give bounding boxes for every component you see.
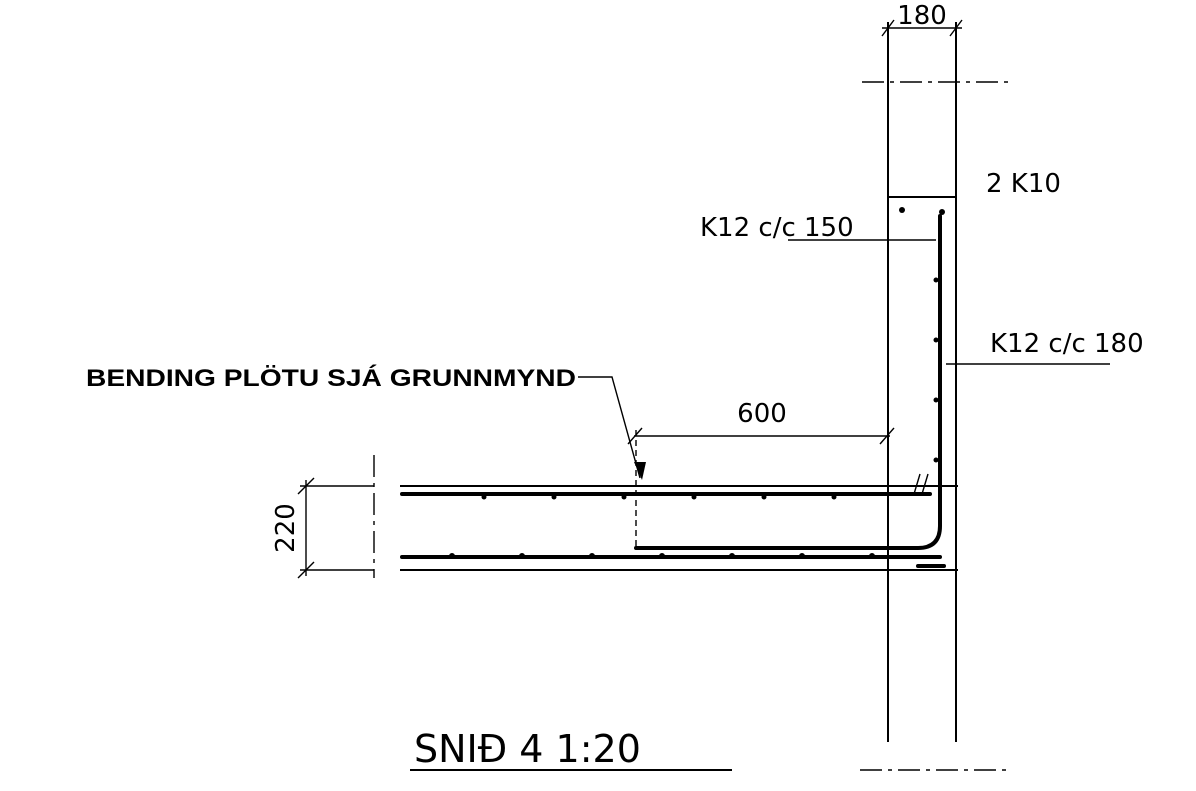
leader-slab-note: BENDING PLÖTU SJÁ GRUNNMYND (86, 364, 646, 480)
transverse-bar-dots (449, 207, 945, 559)
leader-inner-bars: K12 c/c 150 (700, 213, 936, 243)
section-title-text: SNIÐ 4 1:20 (414, 727, 641, 771)
dimension-slab-thickness: 220 (271, 477, 374, 579)
label-inner-bars: K12 c/c 150 (700, 213, 854, 243)
dim-lap-length-text: 600 (737, 399, 787, 429)
rebar (400, 207, 946, 568)
label-top-bars: 2 K10 (986, 169, 1061, 199)
slab (400, 473, 958, 571)
label-slab-note: BENDING PLÖTU SJÁ GRUNNMYND (86, 364, 576, 392)
leader-outer-bars: K12 c/c 180 (946, 329, 1144, 365)
wall (887, 22, 957, 742)
wall-inner-l-bar (634, 236, 942, 550)
label-outer-bars: K12 c/c 180 (990, 329, 1144, 359)
dim-slab-thickness-text: 220 (271, 503, 301, 553)
section-title: SNIÐ 4 1:20 (410, 727, 732, 771)
dimension-wall-thickness: 180 (881, 1, 963, 37)
dim-wall-thickness-text: 180 (897, 1, 947, 31)
dimension-lap-length: 600 (627, 399, 895, 550)
